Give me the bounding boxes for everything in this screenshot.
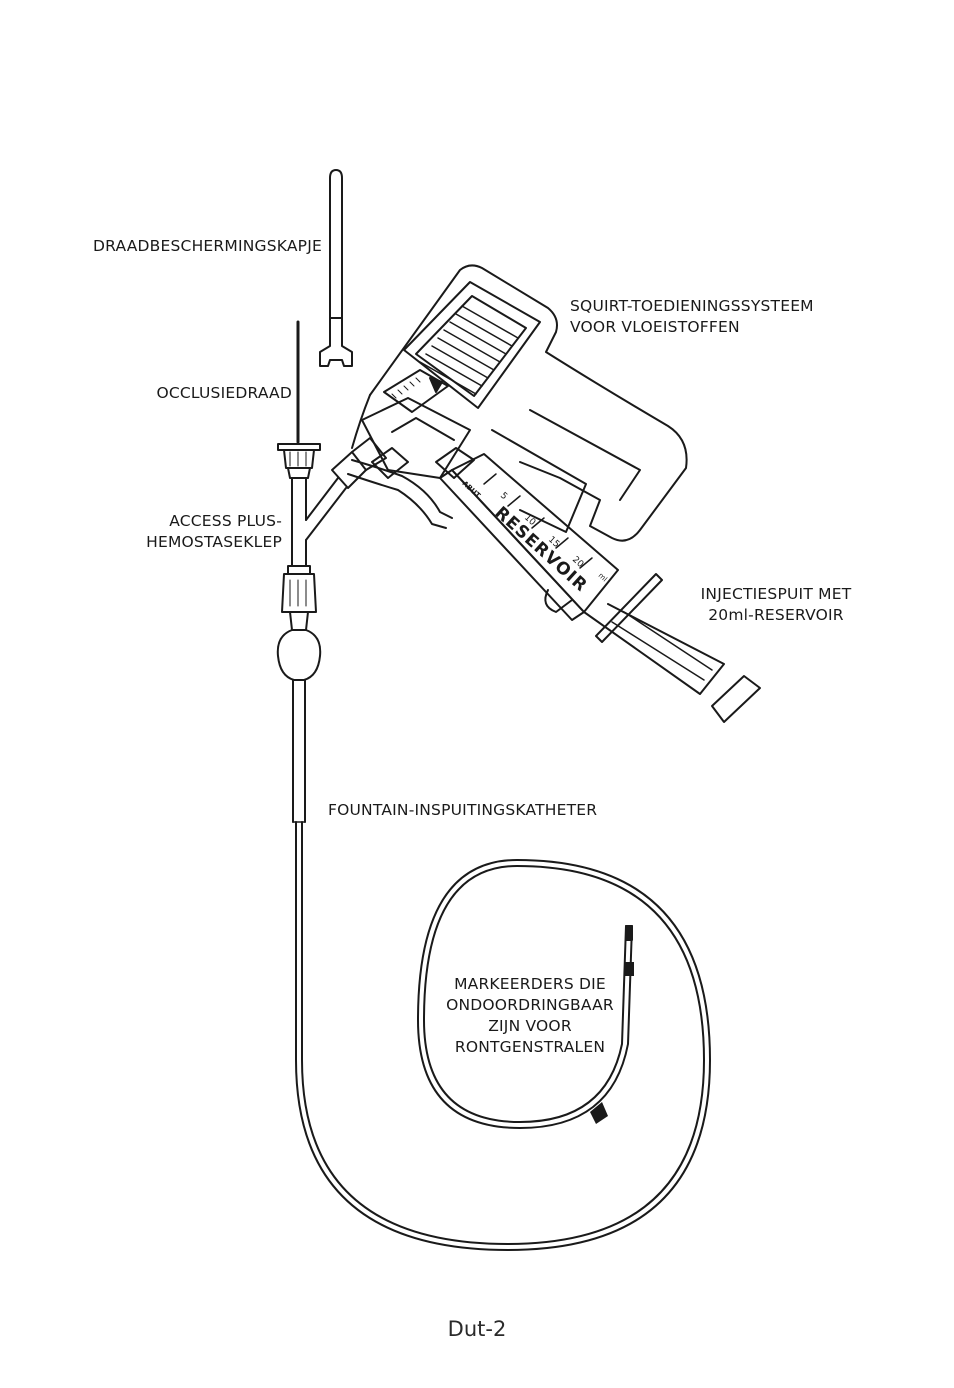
label-occlusion-wire: OCCLUSIEDRAAD [156, 384, 292, 402]
access-plus-hemostasis-valve [276, 437, 387, 681]
radiopaque-markers [590, 962, 634, 1124]
syringe-20ml-reservoir [435, 447, 761, 723]
page-number: Dut-2 [447, 1317, 507, 1341]
label-access-plus-hemostasis-valve: ACCESS PLUS- HEMOSTASEKLEP [146, 512, 282, 551]
syringe-scale-5: 5 [498, 491, 509, 502]
wire-protection-cap [319, 169, 353, 367]
syringe-tip-text: ABUT [461, 480, 482, 500]
squirt-delivery-system [347, 264, 688, 613]
label-syringe-20ml-reservoir: INJECTIESPUIT MET 20ml-RESERVOIR [700, 585, 852, 624]
syringe-scale-unit: ml [597, 572, 609, 584]
fountain-infusion-catheter [292, 679, 711, 1251]
label-radiopaque-markers: MARKEERDERS DIE ONDOORDRINGBAAR ZIJN VOO… [446, 975, 614, 1056]
label-fountain-infusion-catheter: FOUNTAIN-INSPUITINGSKATHETER [328, 801, 598, 819]
label-wire-protection-cap: DRAADBESCHERMINGSKAPJE [93, 237, 322, 255]
label-squirt-delivery-system: SQUIRT-TOEDIENINGSSYSTEEM VOOR VLOEISTOF… [570, 297, 814, 336]
